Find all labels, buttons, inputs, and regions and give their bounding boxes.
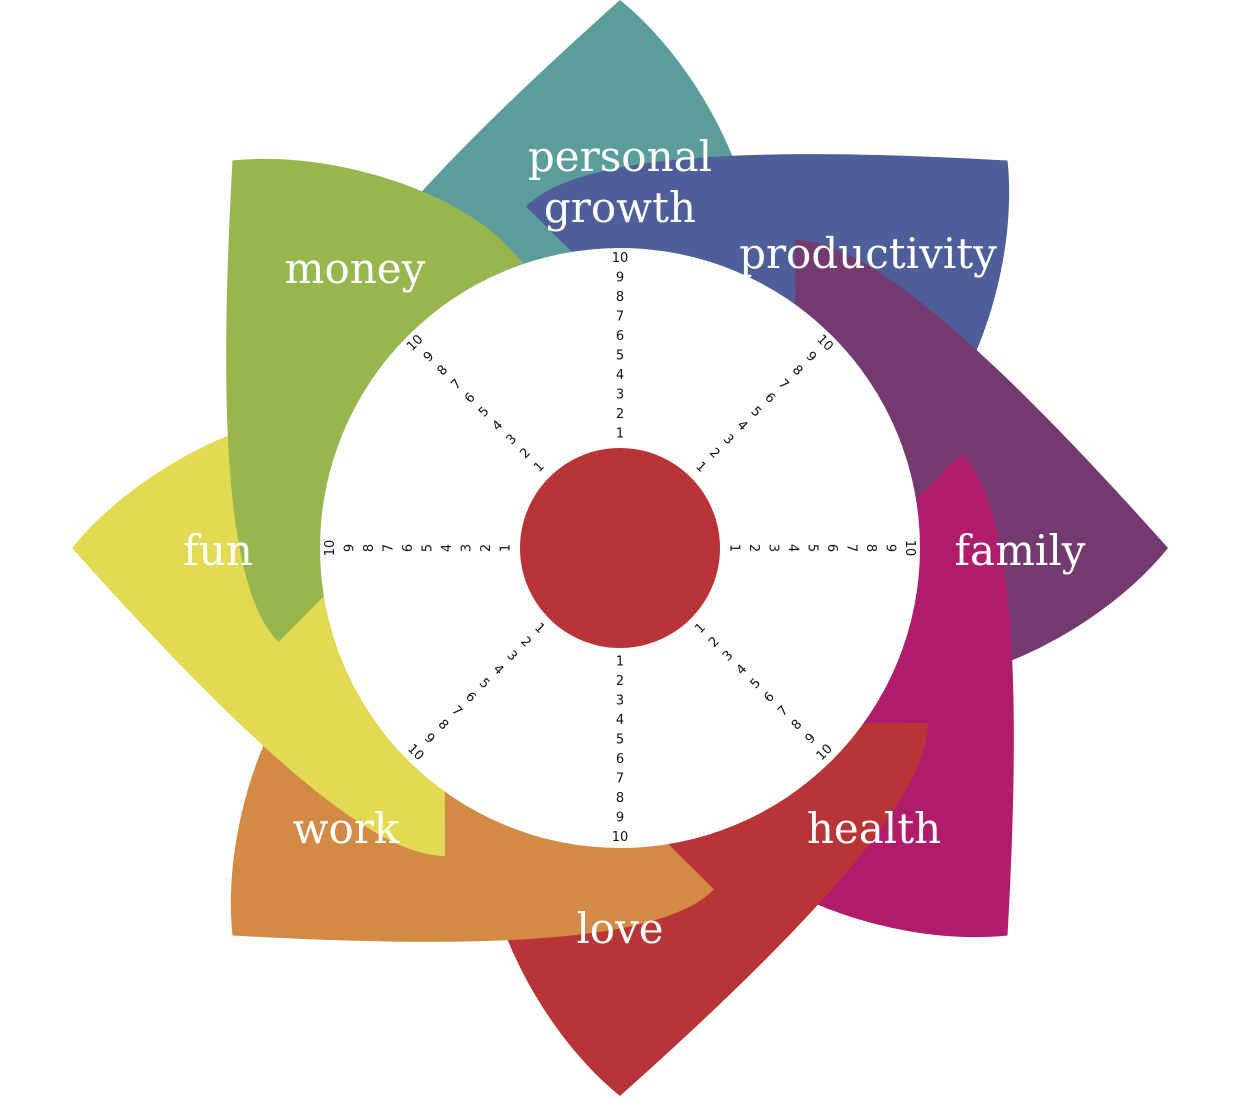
- petal-label-family: family: [954, 526, 1085, 575]
- scale-number: 9: [616, 271, 624, 286]
- petal-label-love: love: [576, 904, 663, 953]
- scale-number: 5: [805, 544, 820, 552]
- scale-number: 6: [616, 329, 624, 344]
- scale-number: 4: [785, 544, 800, 552]
- scale-number: 7: [382, 544, 397, 552]
- scale-number: 10: [612, 251, 629, 266]
- scale-number: 8: [616, 290, 624, 305]
- petal-label-work: work: [293, 804, 400, 853]
- scale-number: 7: [616, 310, 624, 325]
- scale-number: 6: [616, 752, 624, 767]
- scale-personal-growth: 1 2 3 4 5 6 7 8 9 10: [612, 251, 629, 442]
- scale-number: 3: [616, 694, 624, 709]
- scale-number: 4: [616, 368, 624, 383]
- petal-label-money: money: [285, 244, 426, 293]
- scale-number: 1: [616, 427, 624, 442]
- scale-number: 10: [902, 540, 917, 557]
- scale-number: 10: [612, 830, 629, 845]
- scale-number: 2: [746, 544, 761, 552]
- scale-number: 3: [766, 544, 781, 552]
- scale-number: 1: [499, 544, 514, 552]
- scale-number: 9: [343, 544, 358, 552]
- scale-number: 8: [616, 791, 624, 806]
- scale-number: 4: [616, 713, 624, 728]
- scale-number: 10: [323, 540, 338, 557]
- scale-number: 3: [460, 544, 475, 552]
- scale-number: 1: [616, 655, 624, 670]
- scale-love: 1 2 3 4 5 6 7 8 9 10: [612, 655, 629, 846]
- scale-number: 9: [883, 544, 898, 552]
- petal-label-personal-growth: growth: [544, 183, 696, 232]
- scale-number: 2: [616, 674, 624, 689]
- scale-number: 7: [844, 544, 859, 552]
- scale-number: 2: [616, 407, 624, 422]
- petal-label-health: health: [807, 804, 941, 853]
- scale-number: 5: [421, 544, 436, 552]
- petal-label-productivity: productivity: [739, 229, 997, 278]
- scale-number: 5: [616, 349, 624, 364]
- petal-label-personal-growth: personal: [528, 132, 712, 181]
- petal-label-fun: fun: [183, 526, 253, 575]
- scale-number: 6: [824, 544, 839, 552]
- scale-number: 4: [440, 544, 455, 552]
- center-circle: [520, 448, 720, 648]
- scale-number: 7: [616, 772, 624, 787]
- scale-number: 1: [727, 544, 742, 552]
- scale-number: 8: [362, 544, 377, 552]
- scale-number: 9: [616, 811, 624, 826]
- scale-number: 8: [863, 544, 878, 552]
- scale-number: 2: [479, 544, 494, 552]
- scale-number: 5: [616, 733, 624, 748]
- scale-number: 3: [616, 388, 624, 403]
- scale-number: 6: [401, 544, 416, 552]
